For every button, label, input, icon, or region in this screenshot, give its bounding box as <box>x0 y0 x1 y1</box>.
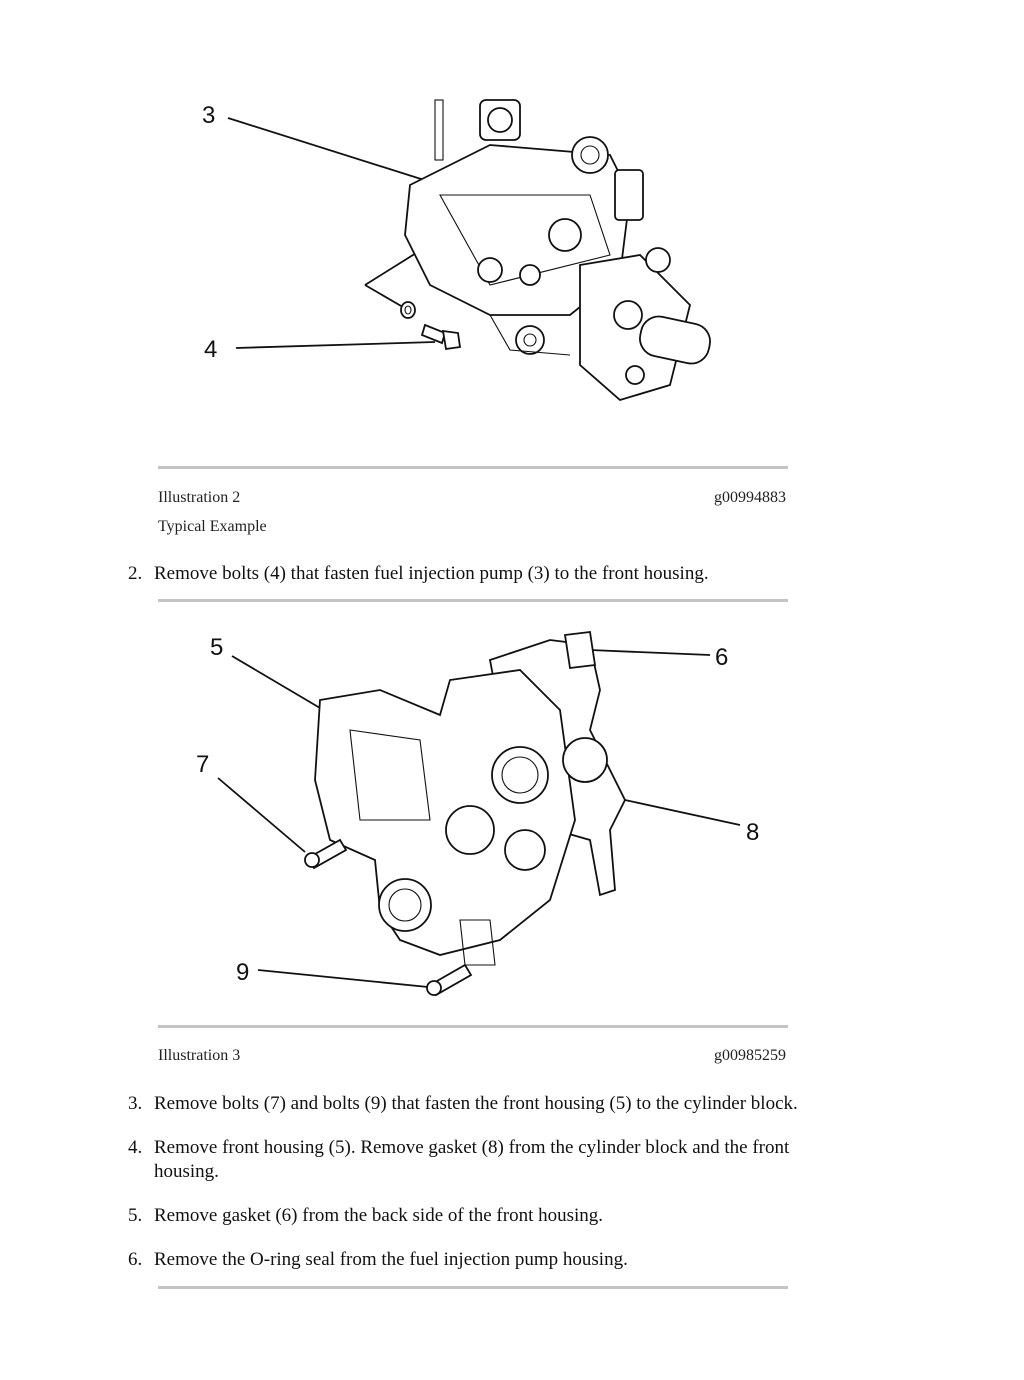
step-3: 3. Remove bolts (7) and bolts (9) that fa… <box>128 1092 854 1116</box>
step-number: 6. <box>128 1249 143 1270</box>
callout-6: 6 <box>715 644 728 671</box>
illustration-3-code: g00985259 <box>714 1047 786 1064</box>
callout-8: 8 <box>746 819 759 846</box>
callout-4: 4 <box>204 336 217 363</box>
step-text: Remove the O-ring seal from the fuel inj… <box>154 1249 628 1270</box>
callout-3: 3 <box>202 102 215 129</box>
step-text: Remove gasket (6) from the back side of … <box>154 1205 604 1226</box>
step-2: 2. Remove bolts (4) that fasten fuel inje… <box>128 562 854 586</box>
divider <box>158 1025 788 1028</box>
illustration-2-figure: 3 4 <box>202 99 711 402</box>
divider <box>158 599 788 602</box>
callout-5: 5 <box>210 634 223 661</box>
divider <box>158 466 788 469</box>
divider <box>158 1286 788 1289</box>
step-4: 4. Remove front housing (5). Remove gaske… <box>128 1136 854 1184</box>
illustration-3-figure: 5 6 7 8 9 <box>196 631 759 997</box>
step-text: Remove bolts (7) and bolts (9) that fast… <box>154 1093 798 1114</box>
step-5: 5. Remove gasket (6) from the back side o… <box>128 1204 854 1228</box>
step-number: 4. <box>128 1137 143 1158</box>
step-number: 3. <box>128 1093 143 1114</box>
illustration-2-label: Illustration 2 <box>158 489 241 506</box>
illustration-2-subtitle: Typical Example <box>158 518 267 535</box>
step-number: 2. <box>128 563 143 584</box>
callout-9: 9 <box>236 959 249 986</box>
illustration-2-code: g00994883 <box>714 489 786 506</box>
step-6: 6. Remove the O-ring seal from the fuel i… <box>128 1248 854 1272</box>
illustration-3-label: Illustration 3 <box>158 1047 241 1064</box>
step-text: Remove front housing (5). Remove gasket … <box>154 1137 790 1182</box>
step-number: 5. <box>128 1205 143 1226</box>
fuel-injection-pump-drawing <box>404 99 711 402</box>
callout-7: 7 <box>196 751 209 778</box>
step-text: Remove bolts (4) that fasten fuel inject… <box>154 563 709 584</box>
front-housing-drawing <box>314 631 627 966</box>
